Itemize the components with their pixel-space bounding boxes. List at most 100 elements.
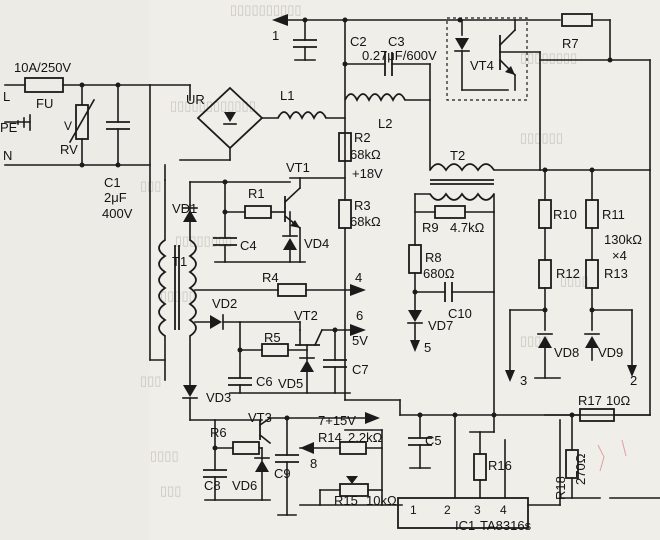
label-c5: C5 [425, 433, 442, 448]
label-r4: R4 [262, 270, 279, 285]
label-vd2: VD2 [212, 296, 237, 311]
label-r17-val: 10Ω [606, 393, 630, 408]
label-vt1: VT1 [286, 160, 310, 175]
label-vt3: VT3 [248, 410, 272, 425]
transformer-t2 [414, 163, 651, 416]
label-r9-val: 4.7kΩ [450, 220, 485, 235]
mains-input [4, 77, 191, 361]
arrow-terminal-1 [272, 14, 288, 26]
label-vd1: VD1 [172, 201, 197, 216]
terminal-6: 6 [356, 308, 363, 323]
diode-vd6 [255, 460, 269, 472]
arrow-vout-15 [365, 412, 380, 424]
transistor-vt4 [446, 17, 541, 171]
r14-r15-network [299, 429, 403, 506]
svg-text:▯▯▯▯: ▯▯▯▯ [150, 448, 179, 463]
label-r2: R2 [354, 130, 371, 145]
label-r1: R1 [248, 186, 265, 201]
vt3-stage [182, 385, 380, 516]
label-vd7: VD7 [428, 318, 453, 333]
label-x4: ×4 [612, 248, 627, 263]
label-c4: C4 [240, 238, 257, 253]
label-r3-val: 68kΩ [350, 214, 381, 229]
label-r18-val: 270Ω [573, 453, 588, 485]
label-r9: R9 [422, 220, 439, 235]
label-c3: C3 [388, 34, 405, 49]
label-c2: C2 [350, 34, 367, 49]
label-fuse-rating: 10A/250V [14, 60, 71, 75]
label-5v: 5V [352, 333, 368, 348]
diode-vd2 [210, 315, 222, 329]
label-r13: R13 [604, 266, 628, 281]
label-l2: L2 [378, 116, 392, 131]
label-vt4: VT4 [470, 58, 494, 73]
svg-text:▯▯▯: ▯▯▯ [160, 483, 181, 498]
svg-text:▯▯▯▯▯▯: ▯▯▯▯▯▯ [520, 130, 563, 145]
label-ic1-part: TA8316s [480, 518, 532, 533]
fuse-fu [24, 77, 64, 93]
svg-text:▯▯▯▯: ▯▯▯▯ [560, 273, 589, 288]
ic1-section [344, 399, 651, 529]
label-pe: PE [0, 120, 18, 135]
resistor-r4-line [194, 283, 366, 297]
terminal-5: 5 [424, 340, 431, 355]
ic-pin-1: 1 [410, 503, 417, 517]
diode-vd3 [183, 385, 197, 397]
label-c1-volt: 400V [102, 206, 133, 221]
label-vd3: VD3 [206, 390, 231, 405]
label-r15: R15 [334, 493, 358, 508]
label-18v: +18V [352, 166, 383, 181]
label-r10: R10 [553, 207, 577, 222]
diode-vd9 [585, 336, 599, 348]
terminal-1: 1 [272, 28, 279, 43]
svg-text:▯▯▯▯▯: ▯▯▯▯▯ [160, 288, 196, 303]
divider-network [505, 59, 651, 416]
arrow-terminal-4 [350, 284, 366, 296]
label-r17: R17 [578, 393, 602, 408]
diode-vd4 [283, 238, 297, 250]
terminal-8: 8 [310, 456, 317, 471]
arrow-terminal-8 [300, 442, 314, 454]
inductor-l1 [277, 111, 346, 121]
label-c10: C10 [448, 306, 472, 321]
label-c7: C7 [352, 362, 369, 377]
label-r8-val: 680Ω [423, 266, 455, 281]
resistors-r2-r3 [289, 132, 352, 401]
label-l: L [3, 89, 10, 104]
ic-pin-4: 4 [500, 503, 507, 517]
component-labels: 10A/250V FU L PE N V RV C1 2μF 400V UR L… [0, 34, 642, 533]
label-vd6: VD6 [232, 478, 257, 493]
label-vd5: VD5 [278, 376, 303, 391]
label-c1: C1 [104, 175, 121, 190]
label-t2: T2 [450, 148, 465, 163]
label-r3: R3 [354, 198, 371, 213]
label-r18: R18 [553, 476, 568, 500]
label-rv: RV [60, 142, 78, 157]
ic1-ta8316s [397, 497, 529, 529]
vt2-stage [194, 314, 366, 394]
terminal-labels: 1 2 3 4 5 6 8 [272, 28, 637, 471]
label-vd4: VD4 [304, 236, 329, 251]
label-c3-val: 0.27μF/600V [362, 48, 437, 63]
label-c8: C8 [204, 478, 221, 493]
label-r11: R11 [602, 207, 625, 222]
label-v: V [64, 119, 72, 133]
label-fu: FU [36, 96, 53, 111]
label-ic1: IC1 [455, 518, 475, 533]
background-bleed-text: ▯▯▯▯▯▯▯▯▯▯ ▯▯▯▯▯▯▯▯ ▯▯▯▯▯▯▯▯▯▯▯▯ ▯▯▯▯▯▯ … [140, 0, 660, 540]
inductor-l2 [344, 63, 431, 171]
terminal-2: 2 [630, 373, 637, 388]
ic-pin-3: 3 [474, 503, 481, 517]
svg-text:▯▯▯: ▯▯▯ [140, 373, 161, 388]
label-r14: R14 [318, 430, 342, 445]
label-vd8: VD8 [554, 345, 579, 360]
terminal-3: 3 [520, 373, 527, 388]
label-r8: R8 [425, 250, 442, 265]
r17-r18-network [544, 408, 660, 499]
terminal-4: 4 [355, 270, 362, 285]
label-r5: R5 [264, 330, 281, 345]
arrow-terminal-6 [350, 324, 366, 336]
label-c9: C9 [274, 466, 291, 481]
